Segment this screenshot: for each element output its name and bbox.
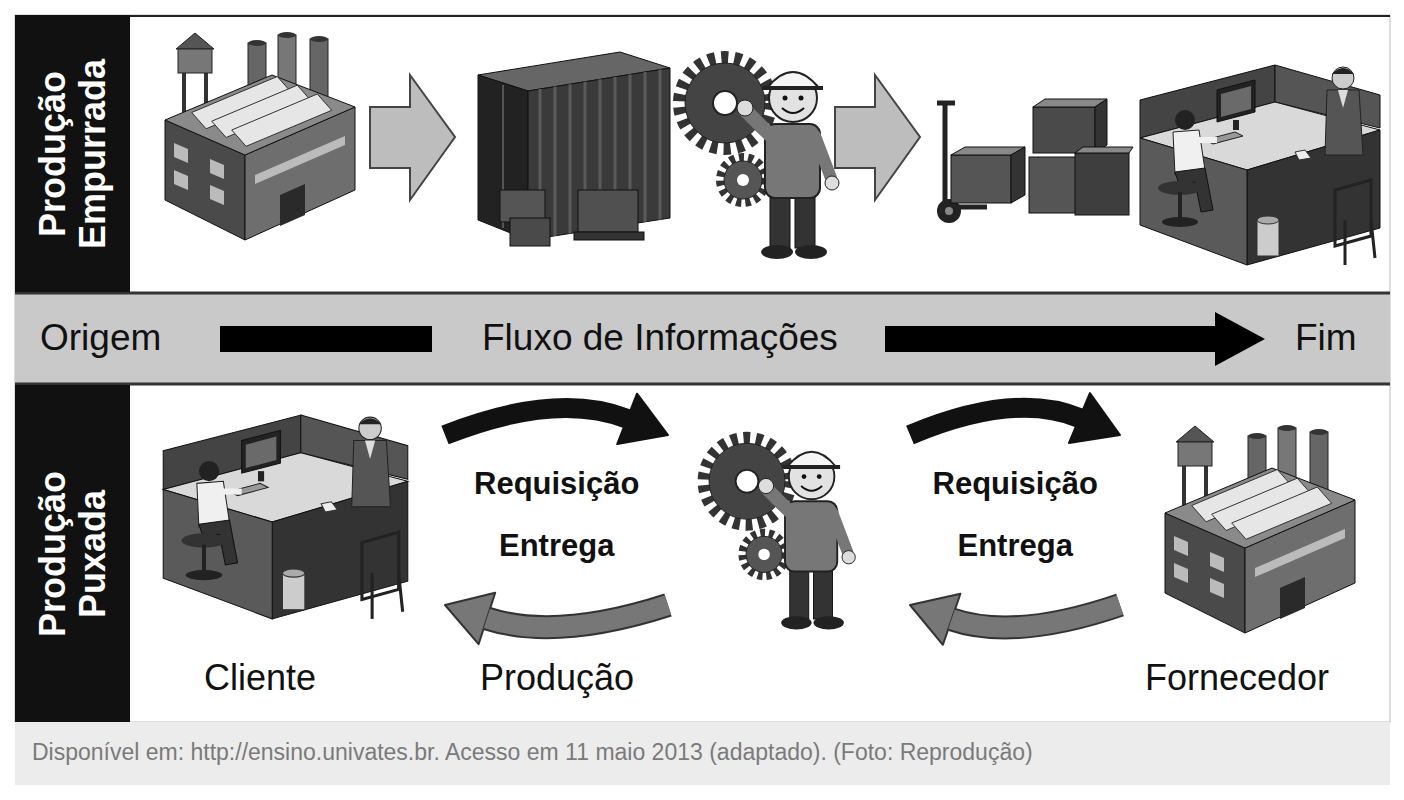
flow-arrow: [910, 594, 1120, 645]
flow-band: Origem Fluxo de Informações Fim: [15, 295, 1390, 382]
flow-bar: [220, 326, 432, 352]
arrow-body: [445, 408, 627, 435]
office-icon: [1140, 65, 1380, 265]
side-band: Produção Puxada: [15, 385, 130, 722]
band-label: Produção Puxada: [33, 434, 112, 674]
node-label: Produção: [480, 657, 634, 698]
flow-arrow: [910, 393, 1120, 443]
actor-node: Produção: [668, 410, 910, 645]
flow-bar: [885, 326, 1217, 352]
edge-label: Entrega: [955, 528, 1076, 564]
flow-arrow: [445, 394, 668, 444]
actor-node: Cliente: [150, 405, 445, 710]
arrow-body: [910, 408, 1079, 435]
arrow-body: [952, 605, 1120, 627]
edge-label: Requisição: [930, 466, 1101, 502]
block-arrow: [835, 75, 920, 200]
node-label: Cliente: [204, 657, 316, 698]
band-border: [15, 292, 1390, 295]
edge-label: Requisição: [471, 466, 642, 502]
source-caption: Disponível em: http://ensino.univates.br…: [32, 739, 1033, 766]
worker-icon: [704, 439, 855, 630]
side-band: Produção Empurrada: [15, 15, 130, 292]
factory-icon: [1165, 425, 1355, 633]
frame-top-line: [15, 15, 1390, 17]
frame: [15, 15, 1390, 722]
arrow-body: [487, 605, 668, 627]
arrow-outline: [487, 605, 668, 627]
container-icon: [478, 52, 670, 246]
caption-ground: [15, 722, 1390, 785]
office-icon: [163, 415, 408, 619]
node-label: Fornecedor: [1145, 657, 1329, 698]
band-label: Produção Empurrada: [33, 34, 112, 274]
flow-band-ground: [15, 292, 1390, 385]
actor-node: Fornecedor: [1120, 405, 1370, 710]
arrow-outline: [952, 605, 1120, 627]
band-border: [15, 383, 1390, 386]
flow-text: Fluxo de Informações: [482, 317, 838, 360]
edge-label: Entrega: [496, 528, 617, 564]
flow-arrow: [445, 593, 668, 644]
worker-icon: [680, 58, 839, 259]
cart-icon: [937, 99, 1133, 223]
block-arrow: [370, 75, 455, 200]
flow-text: Origem: [40, 317, 161, 360]
flow-arrowhead: [1215, 312, 1265, 366]
flow-text: Fim: [1295, 317, 1357, 360]
factory-icon: [165, 32, 355, 240]
